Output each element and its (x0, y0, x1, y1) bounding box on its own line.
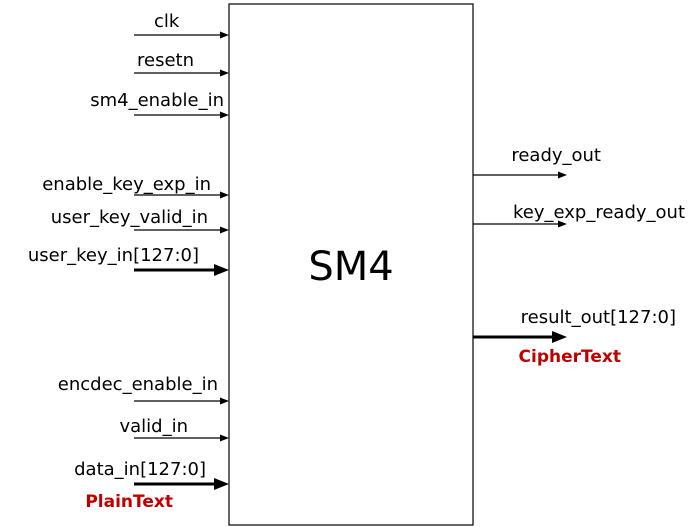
arrow-right-icon (220, 397, 229, 405)
arrow-right-icon (214, 478, 229, 490)
arrow-right-icon (558, 220, 567, 228)
input-port-valid-in: valid_in (119, 416, 229, 442)
output-label-result-out: result_out[127:0] (521, 307, 676, 328)
arrow-right-icon (220, 226, 229, 234)
output-label-ready-out: ready_out (511, 145, 601, 166)
arrow-right-icon (220, 434, 229, 442)
output-port-result-out: result_out[127:0] CipherText (473, 307, 676, 367)
input-port-sm4-enable-in: sm4_enable_in (90, 90, 229, 119)
arrow-right-icon (220, 111, 229, 119)
output-port-key-exp-ready-out: key_exp_ready_out (473, 202, 685, 228)
input-port-encdec-enable-in: encdec_enable_in (58, 374, 229, 405)
arrow-right-icon (220, 191, 229, 199)
input-label-resetn: resetn (137, 50, 194, 71)
input-port-enable-key-exp-in: enable_key_exp_in (42, 174, 229, 199)
input-port-resetn: resetn (134, 50, 229, 77)
output-port-ready-out: ready_out (473, 145, 601, 179)
input-port-clk: clk (134, 11, 229, 39)
input-label-clk: clk (154, 11, 180, 32)
plaintext-note: PlainText (85, 492, 173, 512)
arrow-right-icon (552, 331, 567, 343)
input-port-user-key-valid-in: user_key_valid_in (51, 207, 229, 234)
module-title: SM4 (308, 244, 393, 290)
input-port-user-key-in: user_key_in[127:0] (28, 245, 229, 276)
module-box (228, 3, 474, 526)
arrow-right-icon (220, 31, 229, 39)
input-label-valid-in: valid_in (119, 416, 188, 437)
input-label-user-key-in: user_key_in[127:0] (28, 245, 199, 266)
ciphertext-note: CipherText (519, 347, 621, 367)
input-port-data-in: data_in[127:0] PlainText (74, 459, 229, 512)
arrow-right-icon (558, 171, 567, 179)
arrow-right-icon (220, 69, 229, 77)
input-label-enable-key-exp-in: enable_key_exp_in (42, 174, 211, 195)
input-label-data-in: data_in[127:0] (74, 459, 206, 480)
arrow-right-icon (214, 264, 229, 276)
input-label-sm4-enable-in: sm4_enable_in (90, 90, 224, 111)
input-label-user-key-valid-in: user_key_valid_in (51, 207, 208, 228)
input-label-encdec-enable-in: encdec_enable_in (58, 374, 218, 395)
output-label-key-exp-ready-out: key_exp_ready_out (513, 202, 685, 223)
